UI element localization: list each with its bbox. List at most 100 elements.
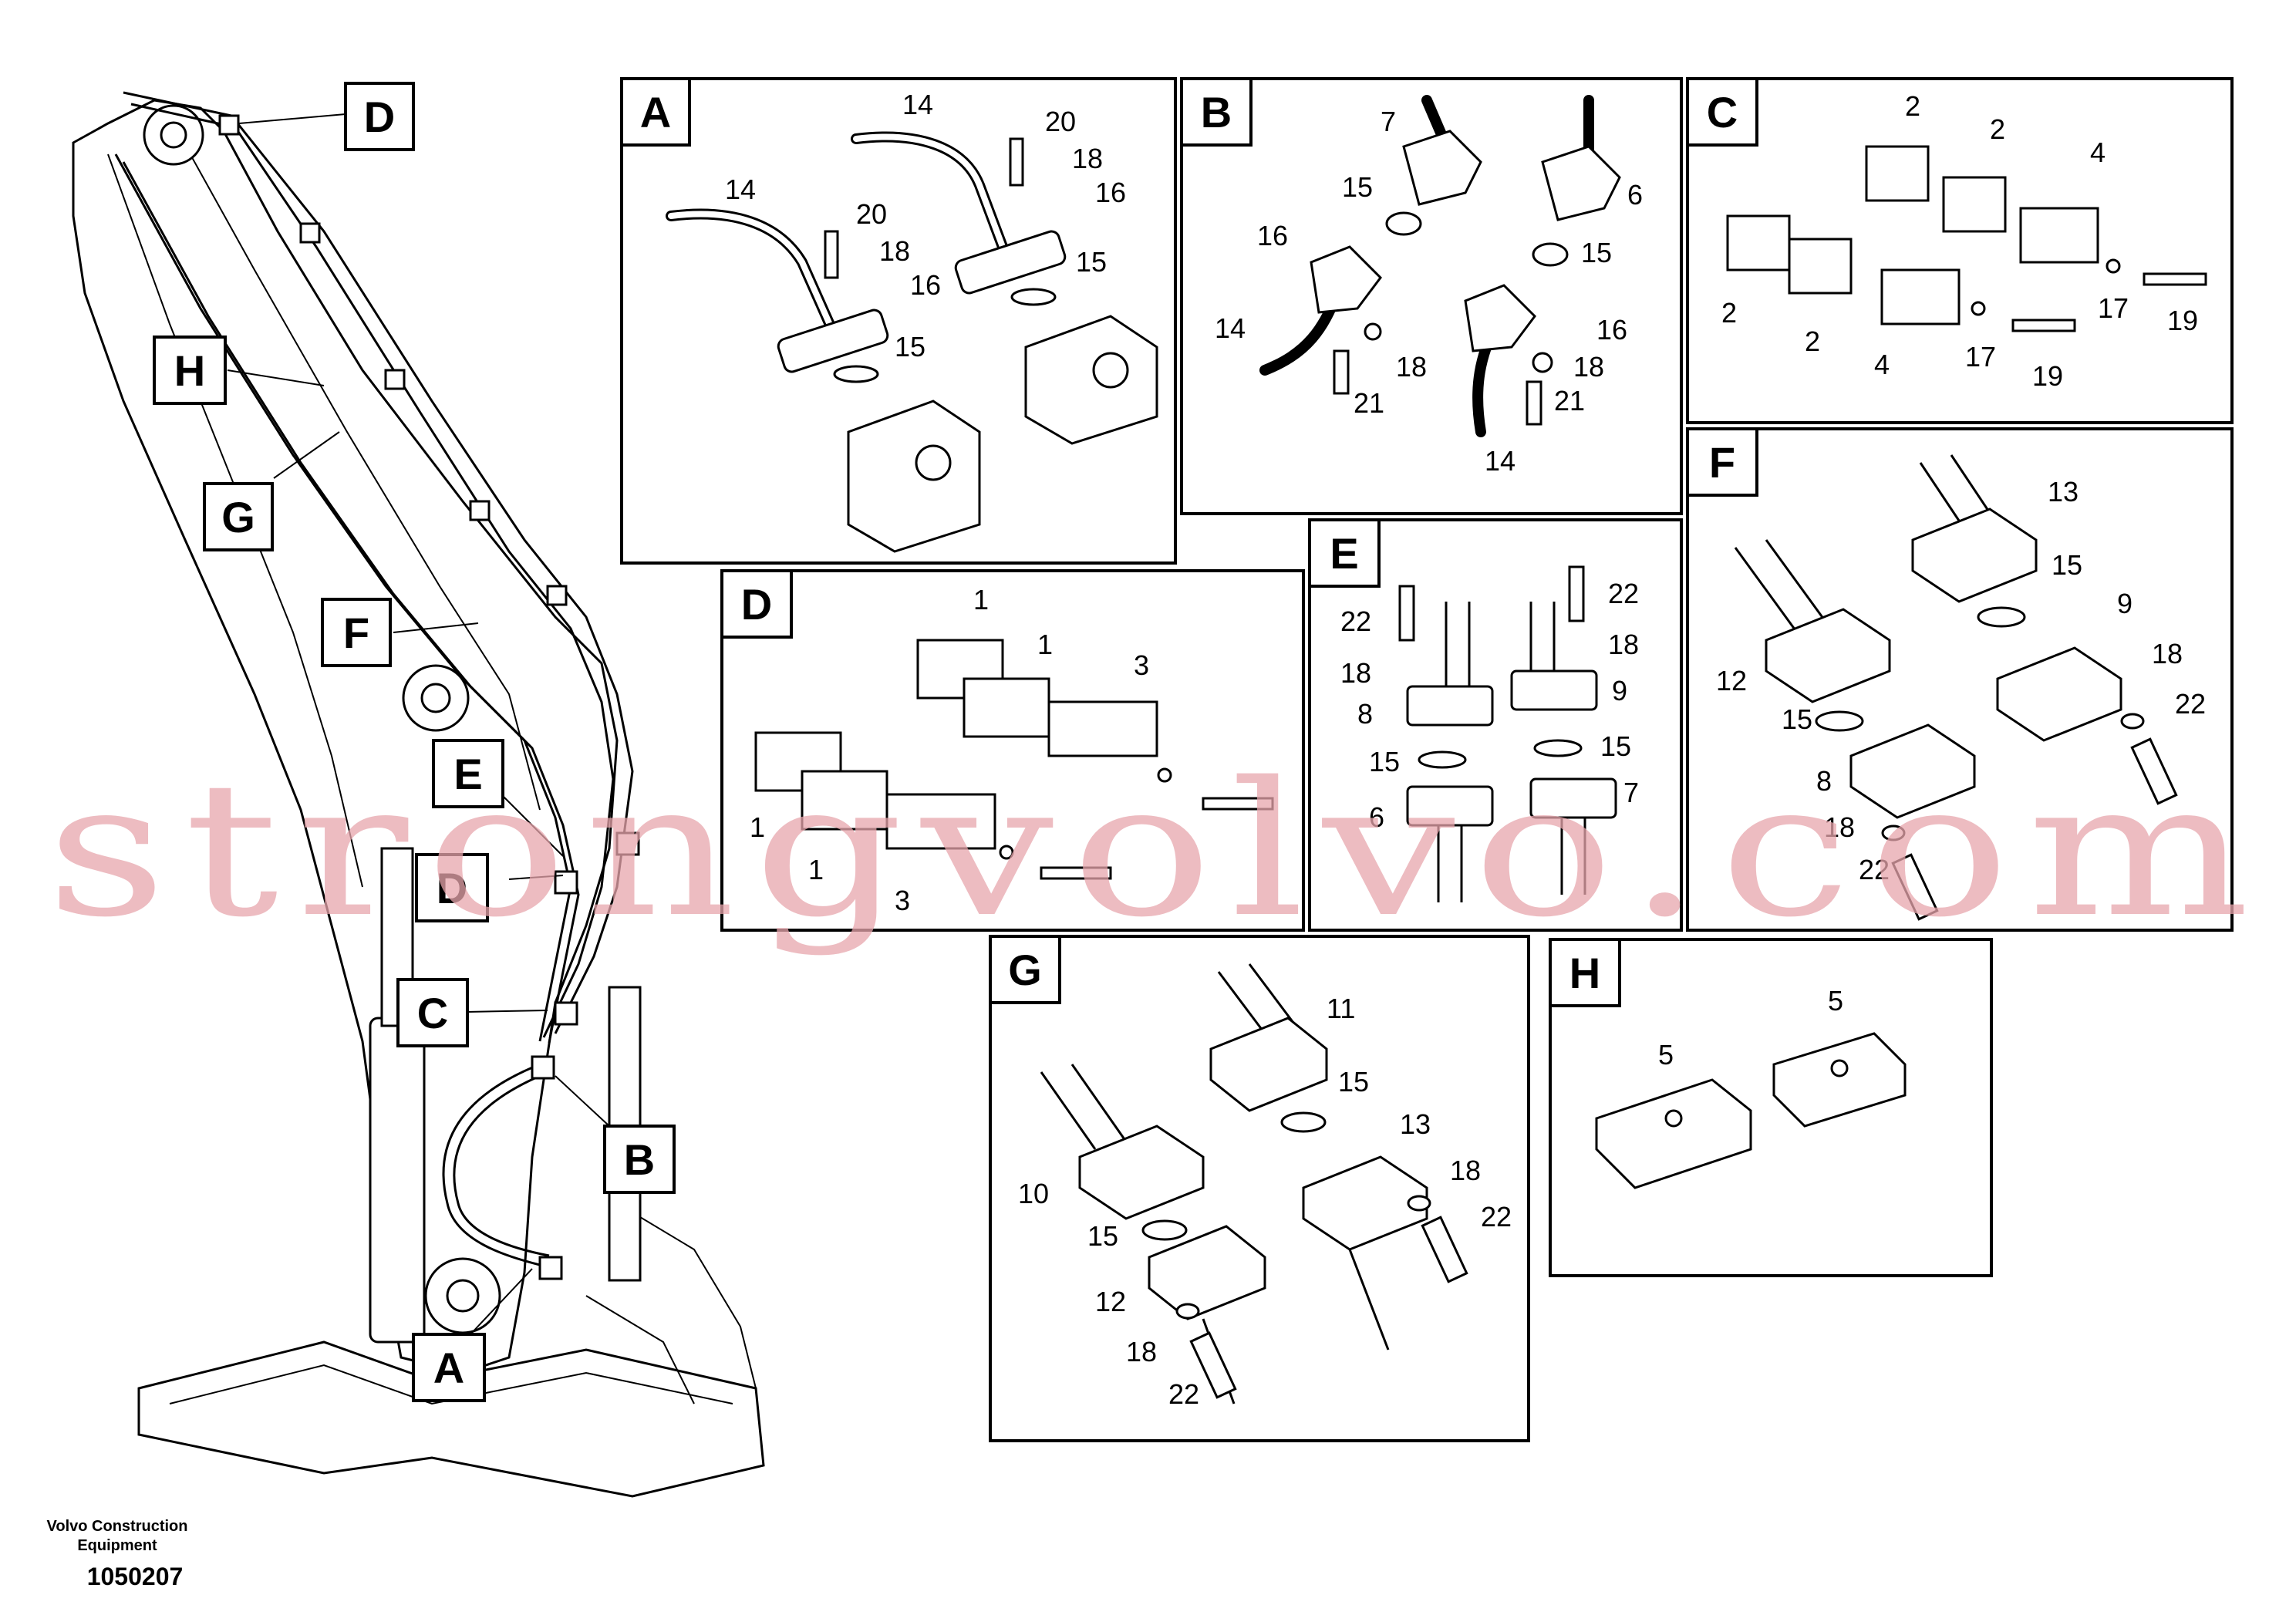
panel-title: C	[1707, 88, 1738, 137]
panel-title: A	[640, 88, 671, 137]
detail-panel-c: C 2 2 4 2 2 4 17 19 17 19	[1686, 77, 2234, 424]
callout-letter: F	[343, 609, 369, 657]
label-4: 4	[1874, 349, 1890, 380]
callout-box-c[interactable]: C	[396, 978, 469, 1047]
callout-letter: H	[174, 346, 205, 395]
label-8: 8	[1816, 765, 1832, 797]
callout-box-g[interactable]: G	[203, 482, 274, 551]
detail-panel-e: E 22 22 18 18 8 9 15 15 6 7	[1308, 518, 1683, 932]
label-13: 13	[2048, 476, 2079, 508]
label-15: 15	[1087, 1220, 1118, 1252]
company-name-line-2: Equipment	[77, 1537, 157, 1554]
label-20: 20	[1045, 106, 1076, 137]
callout-box-e[interactable]: E	[432, 739, 504, 808]
label-1: 1	[808, 854, 824, 885]
label-15: 15	[895, 331, 925, 363]
label-5: 5	[1658, 1039, 1674, 1071]
callout-letter: D	[364, 93, 395, 141]
label-8: 8	[1357, 698, 1373, 730]
label-18: 18	[1573, 351, 1604, 383]
label-22: 22	[1340, 605, 1371, 637]
label-15: 15	[1581, 237, 1612, 268]
label-18: 18	[879, 235, 910, 267]
callout-box-f[interactable]: F	[321, 598, 392, 667]
label-7: 7	[1381, 106, 1396, 137]
label-14: 14	[902, 89, 933, 120]
label-14: 14	[1215, 312, 1246, 344]
label-2: 2	[1905, 90, 1920, 122]
label-21: 21	[1354, 387, 1384, 419]
company-name-line-1: Volvo Construction	[47, 1518, 188, 1535]
label-18: 18	[1608, 629, 1639, 660]
label-1: 1	[973, 584, 989, 615]
label-17: 17	[2098, 292, 2129, 324]
label-15: 15	[1338, 1066, 1369, 1098]
panel-title: D	[741, 580, 772, 629]
label-10: 10	[1018, 1178, 1049, 1209]
callout-letter: A	[433, 1344, 464, 1392]
watermark-text: strongvolvo.com	[46, 742, 2267, 958]
label-22: 22	[1168, 1378, 1199, 1410]
label-3: 3	[1134, 649, 1149, 681]
label-22: 22	[1481, 1201, 1512, 1233]
label-14: 14	[725, 174, 756, 205]
label-11: 11	[1327, 993, 1355, 1024]
detail-panel-f: F 13 15 9 12 18 15 22 8 18 22	[1686, 427, 2234, 932]
detail-panel-d: D 1 1 3 1 1 3	[720, 569, 1305, 932]
callout-box-h[interactable]: H	[153, 336, 227, 405]
label-18: 18	[1072, 143, 1103, 174]
label-18: 18	[1824, 811, 1855, 843]
label-22: 22	[2175, 688, 2206, 720]
label-3: 3	[895, 885, 910, 916]
callout-letter: D	[437, 864, 467, 912]
label-12: 12	[1095, 1286, 1126, 1317]
label-9: 9	[1612, 675, 1627, 706]
detail-panel-g: G 11 15 10 13 18 15 22 12 18 22	[989, 935, 1530, 1442]
callout-letter: B	[624, 1135, 655, 1184]
label-6: 6	[1627, 179, 1643, 211]
drawing-number: 1050207	[87, 1563, 184, 1590]
callout-letter: C	[417, 989, 448, 1037]
callout-letter: G	[221, 493, 255, 541]
panel-title: F	[1709, 438, 1735, 487]
label-20: 20	[856, 198, 887, 230]
callout-box-d-top[interactable]: D	[344, 82, 415, 151]
label-6: 6	[1369, 801, 1384, 833]
label-14: 14	[1485, 445, 1515, 477]
label-15: 15	[1600, 730, 1631, 762]
label-15: 15	[1782, 703, 1812, 735]
footer: Volvo Construction Equipment 1050207	[47, 1518, 188, 1590]
label-4: 4	[2090, 137, 2106, 168]
label-19: 19	[2032, 360, 2063, 392]
label-13: 13	[1400, 1108, 1431, 1140]
label-22: 22	[1859, 854, 1890, 885]
label-2: 2	[1721, 297, 1737, 329]
label-21: 21	[1554, 385, 1585, 416]
label-12: 12	[1716, 665, 1747, 696]
detail-panel-b: B 7 15 6 16 15 14 18 16 18 21 21 14	[1180, 77, 1683, 515]
label-1: 1	[1037, 629, 1053, 660]
label-15: 15	[1342, 171, 1373, 203]
label-7: 7	[1623, 777, 1639, 808]
label-16: 16	[910, 269, 941, 301]
label-2: 2	[1805, 325, 1820, 357]
callout-letter: E	[453, 750, 482, 798]
panel-title: H	[1569, 949, 1600, 997]
label-17: 17	[1965, 341, 1996, 373]
label-16: 16	[1257, 220, 1288, 251]
label-18: 18	[2152, 638, 2183, 669]
label-18: 18	[1396, 351, 1427, 383]
label-16: 16	[1095, 177, 1126, 208]
label-19: 19	[2167, 305, 2198, 336]
label-16: 16	[1596, 314, 1627, 346]
label-9: 9	[2117, 588, 2132, 619]
callout-box-b[interactable]: B	[603, 1125, 676, 1194]
label-18: 18	[1340, 657, 1371, 689]
detail-panel-h: H 5 5	[1549, 938, 1993, 1277]
label-15: 15	[1076, 246, 1107, 278]
label-5: 5	[1828, 985, 1843, 1017]
panel-title: B	[1201, 88, 1232, 137]
callout-box-a[interactable]: A	[412, 1333, 486, 1402]
callout-box-d-mid[interactable]: D	[415, 853, 489, 922]
